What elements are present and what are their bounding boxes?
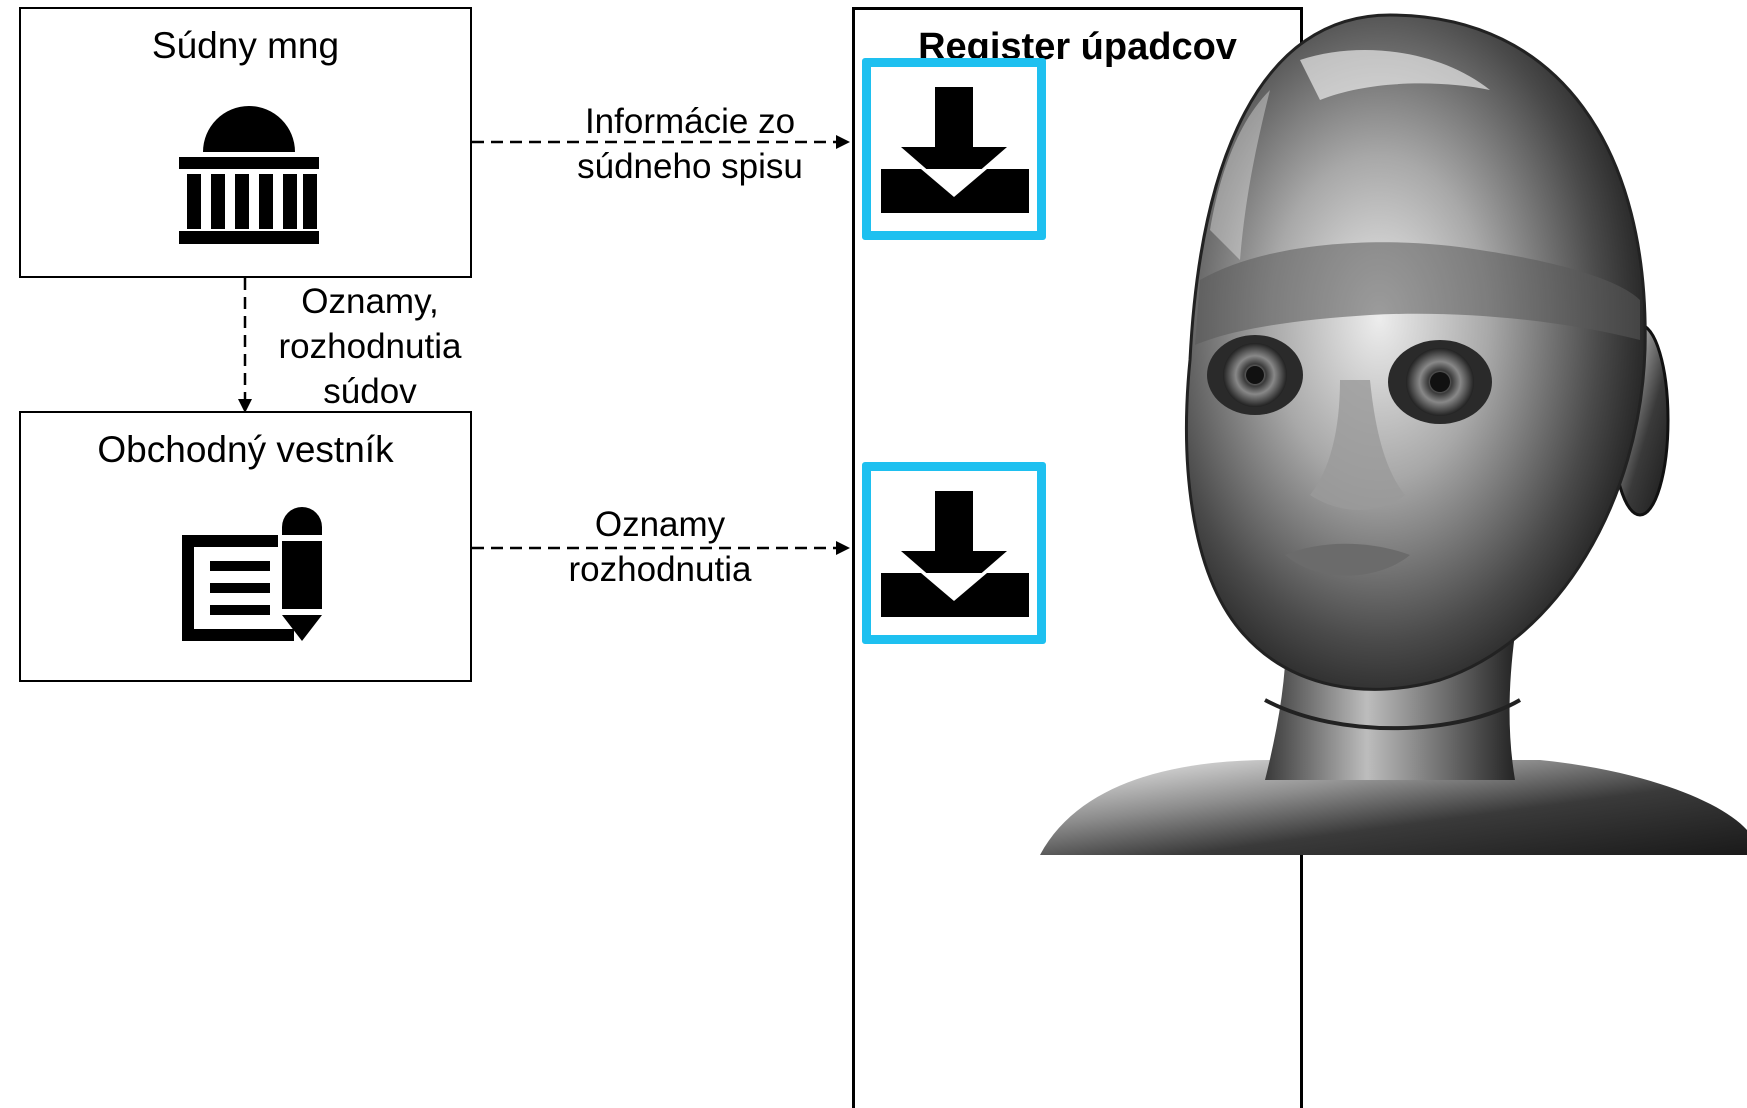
download-icon[interactable] xyxy=(862,58,1046,240)
label-court-to-journal-text: Oznamy, rozhodnutia súdov xyxy=(278,282,462,411)
court-box-title: Súdny mng xyxy=(151,25,340,66)
label-court-to-journal: Oznamy, rozhodnutia súdov xyxy=(250,279,490,414)
court-box: Súdny mng xyxy=(19,7,472,278)
label-court-to-register-text: Informácie zo súdneho spisu xyxy=(577,102,803,186)
document-edit-icon xyxy=(182,507,322,641)
robot-head-image xyxy=(1040,13,1747,855)
download-icon-glyph xyxy=(881,87,1029,213)
journal-box: Obchodný vestník xyxy=(19,411,472,682)
download-icon-glyph xyxy=(881,491,1029,617)
download-icon[interactable] xyxy=(862,462,1046,644)
label-court-to-register: Informácie zo súdneho spisu xyxy=(540,99,840,189)
label-journal-to-register-text: Oznamy rozhodnutia xyxy=(568,505,752,589)
label-journal-to-register: Oznamy rozhodnutia xyxy=(520,502,800,592)
journal-box-title: Obchodný vestník xyxy=(97,429,394,470)
courthouse-icon xyxy=(179,106,319,244)
